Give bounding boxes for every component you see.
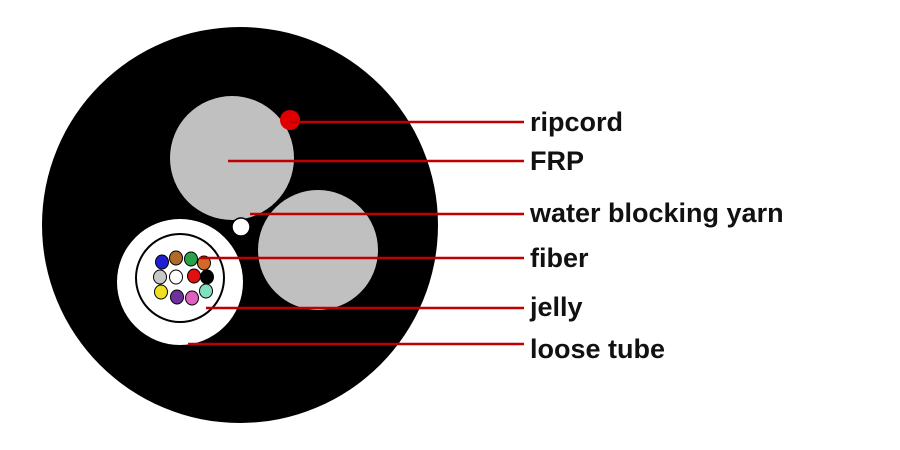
fiber	[187, 268, 201, 284]
fiber	[169, 269, 183, 285]
fiber-bundle	[153, 250, 214, 306]
fiber	[184, 251, 198, 267]
ripcord-dot	[280, 110, 300, 130]
fiber	[170, 289, 184, 305]
filler-rod	[258, 190, 378, 310]
fiber	[185, 290, 199, 306]
jelly-label: jelly	[530, 292, 583, 322]
loose-tube-label: loose tube	[530, 334, 666, 364]
ripcord-label: ripcord	[530, 107, 624, 137]
fiber-label: fiber	[530, 243, 589, 273]
fiber	[200, 269, 214, 285]
frp-member	[170, 96, 294, 220]
fiber	[154, 284, 168, 300]
water-blocking-yarn-label: water blocking yarn	[530, 198, 784, 228]
fiber	[199, 283, 213, 299]
frp-label: FRP	[530, 146, 584, 176]
water-blocking-yarn	[231, 217, 251, 237]
fiber	[169, 250, 183, 266]
fiber	[153, 269, 167, 285]
fiber	[197, 255, 211, 271]
fiber	[155, 254, 169, 270]
